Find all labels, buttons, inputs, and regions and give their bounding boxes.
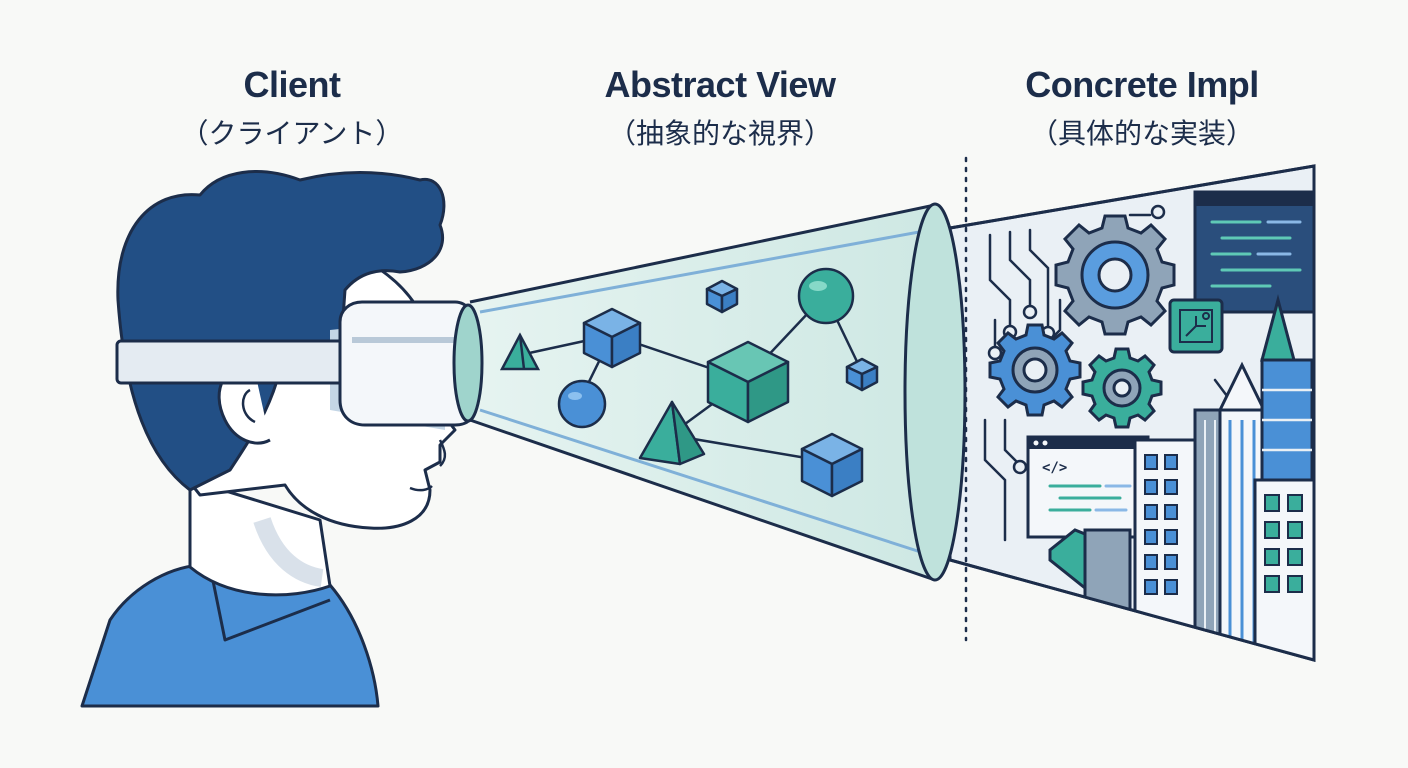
cube-shape-bottom <box>800 432 864 498</box>
client-subtitle: （クライアント） <box>180 117 404 150</box>
tiny-cube-shape <box>845 357 879 392</box>
view-cone <box>469 202 967 582</box>
abstract-label: Abstract View （抽象的な視界） <box>605 64 836 152</box>
client-title: Client <box>243 64 341 105</box>
concrete-subtitle: （具体的な実装） <box>1029 117 1255 150</box>
concrete-title: Concrete Impl <box>1025 64 1259 105</box>
code-tag: </> <box>1042 460 1067 476</box>
sphere-shape <box>557 379 607 429</box>
concrete-label: Concrete Impl （具体的な実装） <box>1025 64 1259 152</box>
chip-icon <box>1168 298 1224 354</box>
code-panel-top <box>1193 190 1314 314</box>
concrete-panel: </> <box>948 164 1316 662</box>
headset-strap <box>115 339 369 385</box>
code-window: </> <box>1026 435 1150 539</box>
client-person <box>80 170 484 708</box>
large-cube-shape <box>706 340 790 424</box>
gear-icon <box>1054 214 1176 336</box>
abstract-subtitle: （抽象的な視界） <box>607 117 832 150</box>
vr-lens <box>452 303 484 423</box>
sphere-teal-shape <box>797 267 855 325</box>
client-label: Client （クライアント） <box>181 64 404 152</box>
pyramid-large-shape <box>638 400 706 466</box>
small-cube-shape <box>705 279 739 314</box>
hair <box>116 170 446 492</box>
cube-shape <box>582 307 642 369</box>
gear-icon-teal <box>1081 347 1163 429</box>
city-buildings <box>1048 294 1314 660</box>
gear-icon-small <box>988 323 1082 417</box>
abstract-title: Abstract View <box>604 64 836 105</box>
pyramid-shape <box>499 332 541 371</box>
